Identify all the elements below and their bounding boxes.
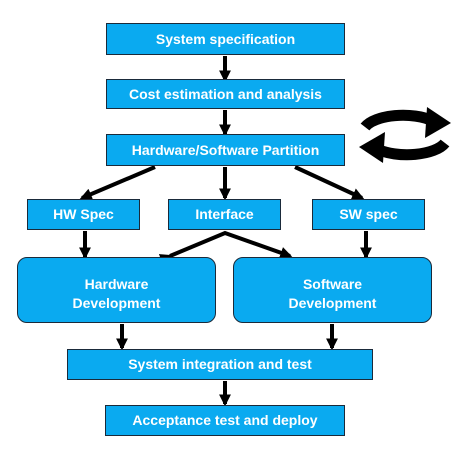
arrow-partition-to-swspec [294,165,365,200]
hw-spec-label: HW Spec [53,206,114,222]
hw-spec-box: HW Spec [27,199,140,230]
cost-estimation-label: Cost estimation and analysis [129,85,322,102]
arrow-interface-split [158,230,293,266]
hardware-development-label-line1: Hardware [84,276,149,292]
hardware-development-label-line2: Development [72,295,161,311]
system-specification-box: System specification [106,23,345,55]
refresh-cycle-icon [359,107,451,163]
interface-label: Interface [195,206,254,222]
acceptance-test-box: Acceptance test and deploy [105,405,345,436]
interface-box: Interface [168,199,281,230]
system-integration-label: System integration and test [128,356,312,372]
system-specification-label: System specification [155,30,296,47]
sw-spec-box: SW spec [312,199,425,230]
acceptance-test-label: Acceptance test and deploy [132,412,318,428]
software-development-label-line2: Development [288,295,377,311]
arrow-partition-to-hwspec [79,165,156,200]
software-development-box: Software Development [233,257,432,323]
hardware-development-box: Hardware Development [17,257,216,323]
system-integration-box: System integration and test [67,349,373,380]
cost-estimation-box: Cost estimation and analysis [106,79,345,109]
sw-spec-label: SW spec [339,206,398,222]
software-development-label-line1: Software [302,276,363,292]
hw-sw-partition-label: Hardware/Software Partition [131,141,320,158]
hw-sw-partition-box: Hardware/Software Partition [106,134,345,166]
